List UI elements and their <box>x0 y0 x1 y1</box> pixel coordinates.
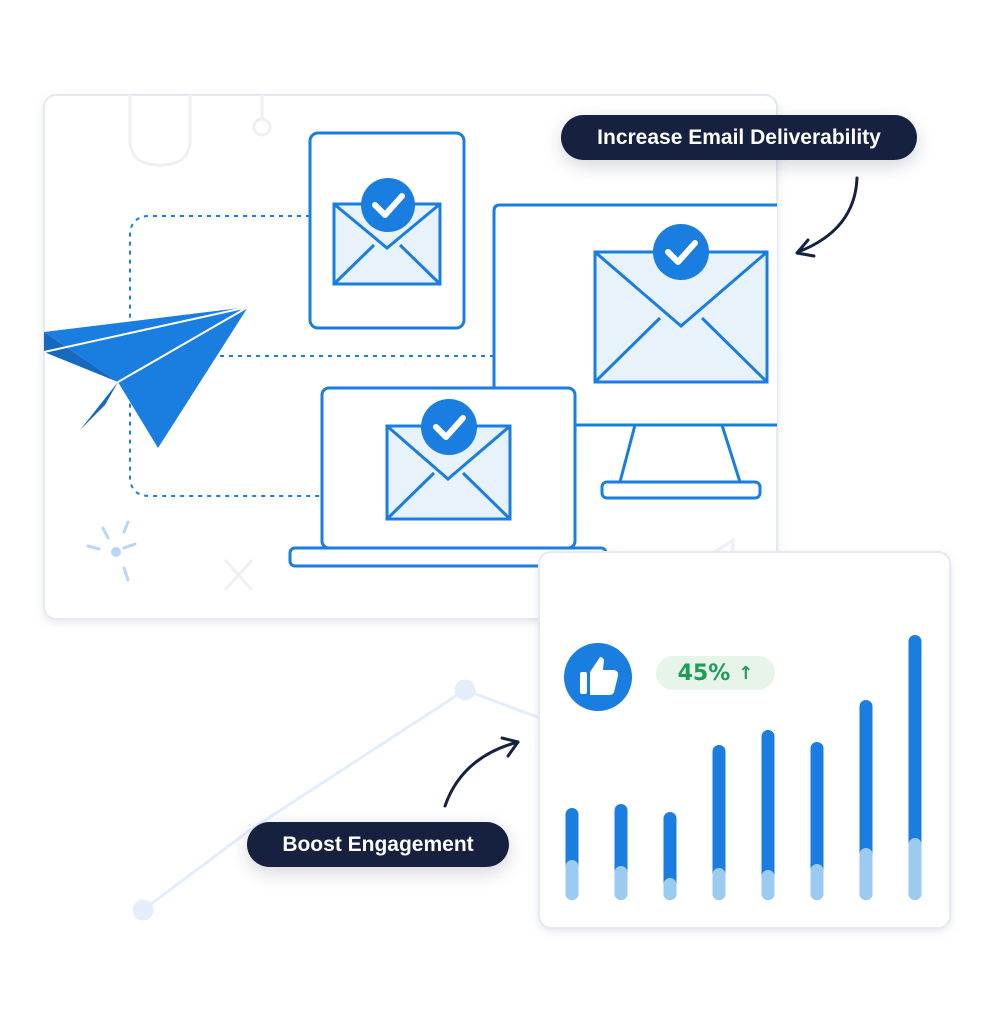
engagement-label: Boost Engagement <box>247 822 509 867</box>
bar-5-light-segment <box>761 870 775 900</box>
arrow-up-icon: ↑ <box>738 662 754 684</box>
bar-3 <box>663 812 677 900</box>
desktop-monitor <box>492 203 777 500</box>
bar-8-light-segment <box>908 838 922 900</box>
check-badge-icon <box>421 399 477 455</box>
bar-8 <box>908 635 922 900</box>
dotted-connectors <box>129 215 494 497</box>
growth-badge: 45% ↑ <box>656 656 775 690</box>
check-badge-icon <box>361 178 415 232</box>
bar-1-light-segment <box>565 860 579 900</box>
bar-6 <box>810 742 824 900</box>
bar-4 <box>712 745 726 900</box>
check-badge-icon <box>653 224 709 280</box>
curved-arrow-icon <box>443 736 520 808</box>
bar-5 <box>761 730 775 900</box>
bar-2-light-segment <box>614 866 628 900</box>
bar-7-light-segment <box>859 848 873 900</box>
background-trend-line <box>132 679 546 921</box>
paper-plane-icon <box>43 306 249 448</box>
bar-3-light-segment <box>663 878 677 900</box>
engagement-card <box>538 551 951 929</box>
growth-value: 45% <box>677 660 731 686</box>
bar-4-light-segment <box>712 868 726 900</box>
phone-device <box>308 131 466 330</box>
laptop-device <box>288 386 608 568</box>
sparkle-icon <box>86 520 137 582</box>
engagement-text: Boost Engagement <box>282 832 474 856</box>
deliverability-text: Increase Email Deliverability <box>597 125 881 149</box>
thumbs-up-icon <box>564 643 632 711</box>
bar-6-light-segment <box>810 864 824 900</box>
engagement-bar-chart <box>565 635 922 900</box>
curved-arrow-icon <box>795 176 859 258</box>
deliverability-label: Increase Email Deliverability <box>561 115 917 160</box>
